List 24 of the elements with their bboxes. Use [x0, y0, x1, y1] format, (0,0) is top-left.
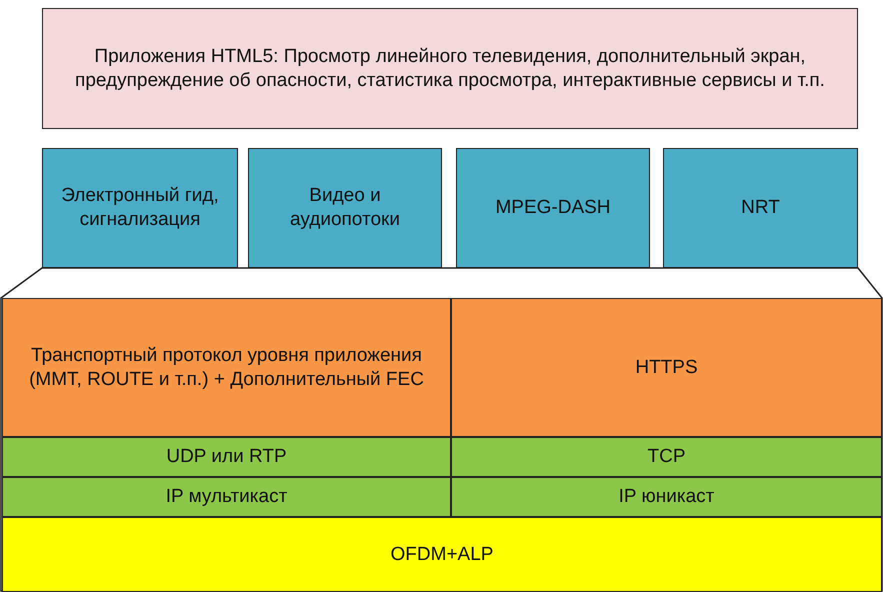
protocol-layer-box	[2, 298, 451, 437]
protocol-layer-box	[451, 477, 882, 517]
service-box	[248, 148, 442, 268]
protocol-layer-box	[451, 298, 882, 437]
protocol-layer-box	[2, 437, 451, 477]
physical-layer-box	[2, 517, 882, 592]
layer-label: Электронный гид, сигнализация	[60, 184, 220, 232]
layer-label: Видео и аудиопотоки	[289, 184, 401, 232]
layer-label: HTTPS	[634, 356, 699, 380]
protocol-layer-box	[451, 437, 882, 477]
layer-label: UDP или RTP	[165, 445, 288, 469]
layer-label: TCP	[646, 445, 686, 469]
application-layer-box	[42, 8, 858, 129]
service-box	[456, 148, 650, 268]
layer-label: Приложения HTML5: Просмотр линейного телевидения, дополнительный экран, предупреждение об опасности, статистика просмотра, интерактивные сервисы и т.п.	[74, 44, 826, 92]
protocol-layer-box	[2, 477, 451, 517]
service-box	[42, 148, 238, 268]
layer-label: IP юникаст	[618, 485, 716, 509]
layer-label: Транспортный протокол уровня приложения (MMT, ROUTE и т.п.) + Дополнительный FEC	[28, 344, 425, 392]
layer-label: IP мультикаст	[164, 485, 288, 509]
layer-label: MPEG-DASH	[494, 196, 612, 220]
layer-label: OFDM+ALP	[390, 542, 494, 566]
layer-label: NRT	[740, 196, 781, 220]
service-box	[663, 148, 858, 268]
